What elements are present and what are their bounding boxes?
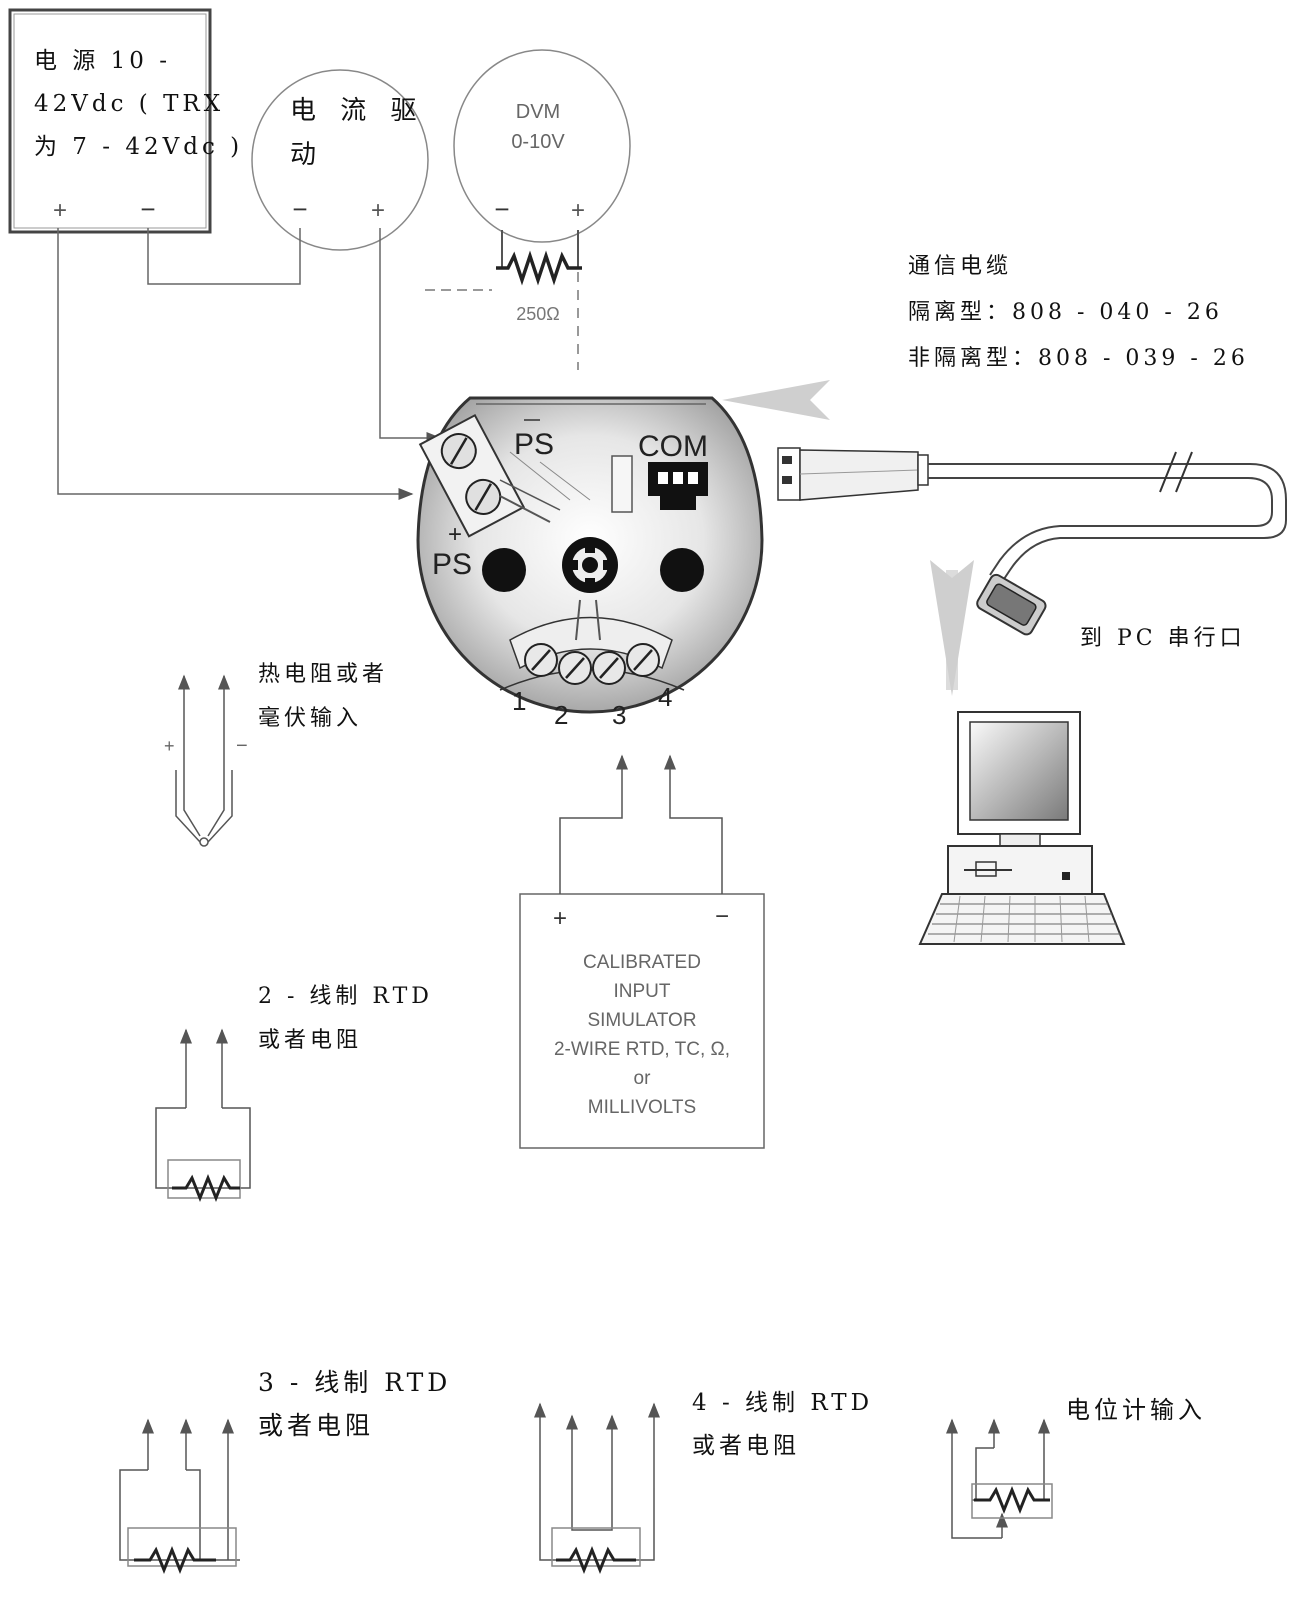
dvm-plus-terminal: +: [571, 197, 585, 224]
simulator-line-3: SIMULATOR: [587, 1010, 696, 1031]
terminal-3: 3: [612, 700, 626, 730]
cable-direction-arrow: [722, 380, 830, 420]
terminal-4: 4: [658, 682, 672, 712]
mounting-hole-left: [482, 548, 526, 592]
terminal-2: 2: [554, 700, 568, 730]
dvm-circle: DVM 0-10V − +: [453, 49, 631, 243]
comm-cable-label: 通信电缆 隔离型：808 - 040 - 26 非隔离型：808 - 039 -…: [908, 254, 1249, 371]
svg-text:+: +: [448, 521, 462, 548]
simulator-minus-terminal: −: [715, 903, 729, 930]
power-minus-terminal: −: [140, 194, 155, 224]
mounting-hole-right: [660, 548, 704, 592]
resistor-250-label: 250Ω: [516, 304, 560, 324]
ps-minus-label: PS: [514, 428, 554, 461]
power-supply-label: 电 源 10 - 42Vdc ( TRX 为 7 - 42Vdc ): [34, 48, 244, 160]
simulator-wiring: [559, 754, 723, 894]
power-wiring: [57, 228, 442, 500]
comm-cable: [777, 447, 1287, 636]
config-rtd-2wire: [155, 906, 251, 1203]
input-simulator-box: + − CALIBRATED INPUT SIMULATOR 2-WIRE RT…: [519, 893, 765, 1149]
thermocouple-minus: −: [236, 735, 248, 757]
rtd-3wire-label: 3 - 线制 RTD 或者电阻: [258, 1368, 452, 1440]
simulator-line-6: MILLIVOLTS: [588, 1097, 696, 1118]
simulator-line-2: INPUT: [614, 981, 671, 1002]
com-label: COM: [638, 430, 708, 463]
driver-plus-terminal: +: [371, 197, 385, 224]
current-driver-label: 电 流 驱 动: [290, 96, 425, 170]
rtd-4wire-label: 4 - 线制 RTD 或者电阻: [692, 1390, 874, 1459]
potentiometer-label: 电位计输入: [1066, 1396, 1206, 1424]
dvm-shunt-resistor: 250Ω: [425, 230, 582, 370]
thermocouple-plus: +: [164, 736, 175, 756]
terminal-screws: [524, 643, 660, 685]
ps-plus-label: PS: [432, 548, 472, 581]
dvm-range: 0-10V: [511, 131, 565, 153]
dvm-minus-terminal: −: [494, 194, 509, 224]
simulator-line-5: or: [634, 1068, 652, 1089]
terminal-1: 1: [512, 686, 526, 716]
config-rtd-3wire: [119, 1296, 240, 1575]
config-potentiometer: [946, 1296, 1053, 1539]
config-rtd-4wire: [534, 1296, 660, 1575]
pc-computer: [918, 711, 1126, 945]
power-supply-box: + −: [8, 8, 212, 234]
current-driver-circle: − +: [251, 69, 429, 251]
config-thermocouple: + −: [164, 554, 248, 847]
transmitter-head: PS + PS COM 1 2 3 4: [416, 396, 764, 730]
power-plus-terminal: +: [53, 197, 67, 224]
simulator-line-1: CALIBRATED: [583, 952, 701, 973]
simulator-plus-terminal: +: [553, 905, 567, 932]
pc-direction-arrow: [930, 560, 974, 696]
pc-port-label: 到 PC 串行口: [1080, 626, 1246, 651]
rtd-2wire-label: 2 - 线制 RTD 或者电阻: [258, 984, 433, 1053]
simulator-line-4: 2-WIRE RTD, TC, Ω,: [554, 1039, 730, 1060]
dvm-title: DVM: [516, 101, 560, 123]
thermocouple-label: 热电阻或者 毫伏输入: [258, 662, 389, 731]
driver-minus-terminal: −: [292, 194, 307, 224]
